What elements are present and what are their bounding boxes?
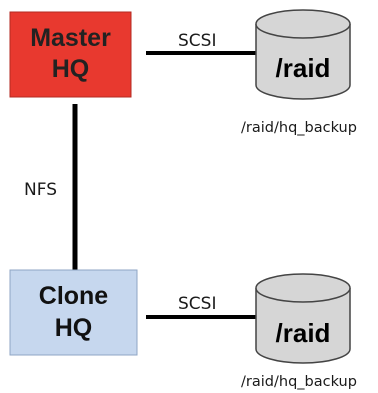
master-disk-top (255, 9, 351, 39)
clone-hq-node: Clone HQ (9, 269, 138, 356)
clone-raid-disk: /raid (255, 273, 351, 364)
master-disk-path: /raid/hq_backup (241, 120, 357, 136)
master-hq-subtitle: HQ (52, 55, 90, 83)
nfs-label: NFS (24, 180, 57, 200)
master-scsi-label: SCSI (178, 31, 216, 51)
master-disk-label: /raid (276, 53, 331, 83)
clone-hq-box (9, 269, 138, 356)
clone-disk-path: /raid/hq_backup (241, 374, 357, 390)
clone-disk-top (255, 273, 351, 303)
clone-hq-title: Clone (39, 282, 109, 310)
clone-hq-subtitle: HQ (55, 314, 93, 342)
master-disk-body (255, 24, 351, 100)
clone-disk-label: /raid (276, 318, 331, 348)
master-hq-box (9, 11, 132, 98)
master-hq-node: Master HQ (9, 11, 132, 98)
master-hq-title: Master (30, 24, 111, 52)
clone-scsi-label: SCSI (178, 294, 216, 314)
clone-disk-body (255, 288, 351, 364)
master-raid-disk: /raid (255, 9, 351, 100)
